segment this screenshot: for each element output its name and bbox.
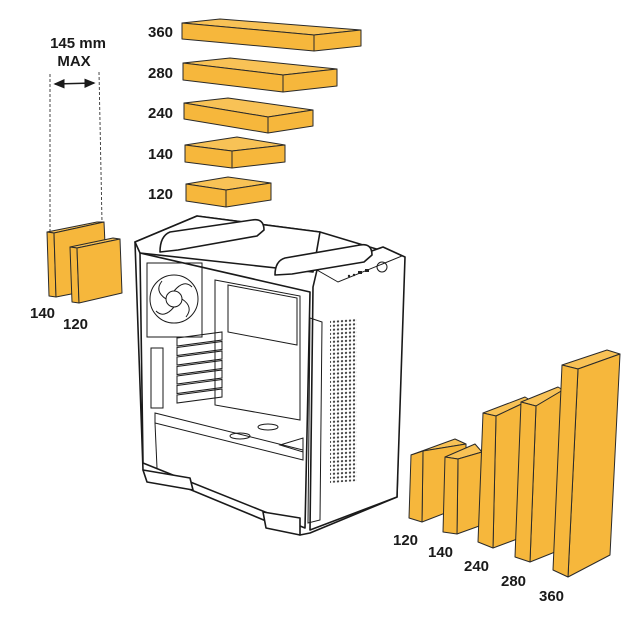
top-radiator-label: 140 [148,146,173,163]
clearance-value-label: 145 mm [50,35,106,52]
top-radiator-360 [181,18,362,52]
rear-fan-icon [149,274,199,324]
pci-slot [176,331,223,347]
pci-slot [176,350,223,366]
front-radiator-label: 140 [428,544,453,561]
rear-radiators [46,221,123,304]
psu-shroud-top [154,412,304,461]
front-radiator-140 [442,443,483,535]
front-glass-edge [307,317,323,524]
front-radiator-label: 280 [501,573,526,590]
rear-radiator-label: 140 [30,305,55,322]
clearance-arrow-icon [53,78,96,89]
rear-radiator-label: 120 [63,316,88,333]
rear-radiator-120 [69,237,123,304]
case-foot-front [262,511,301,536]
vertical-slot-bracket [150,347,164,409]
clearance-guide-right [98,71,103,223]
pci-slot [176,378,223,395]
top-radiators [181,18,362,208]
pci-slot [176,388,223,404]
clearance-max-label: MAX [57,53,90,70]
top-radiator-label: 360 [148,24,173,41]
pci-slots [176,331,223,404]
cpu-cutout [227,284,298,346]
pci-slot [176,340,223,357]
pci-slot [176,369,223,385]
front-radiator-360 [552,349,621,578]
case-foot-rear [142,469,194,491]
top-radiator-120 [185,176,272,208]
top-radiator-label: 240 [148,105,173,122]
front-radiator-label: 360 [539,588,564,605]
top-handle-rear [159,218,265,253]
front-radiators [408,349,621,578]
top-radiator-240 [183,97,314,134]
top-radiator-280 [182,57,338,93]
front-radiator-label: 120 [393,532,418,549]
top-handle-front [274,243,373,276]
top-radiator-label: 120 [148,186,173,203]
front-mesh [330,318,357,483]
power-button-icon [376,261,388,273]
pci-slot [176,359,223,376]
motherboard-tray [214,279,301,421]
case-front-panel [309,246,406,531]
front-radiator-label: 240 [464,558,489,575]
top-radiator-label: 280 [148,65,173,82]
rear-fan-frame [146,262,203,338]
top-radiator-labels: 360 280 240 140 120 [148,24,173,203]
top-radiator-140 [184,136,286,169]
case-side-opening [139,252,311,529]
pc-case [134,215,406,536]
